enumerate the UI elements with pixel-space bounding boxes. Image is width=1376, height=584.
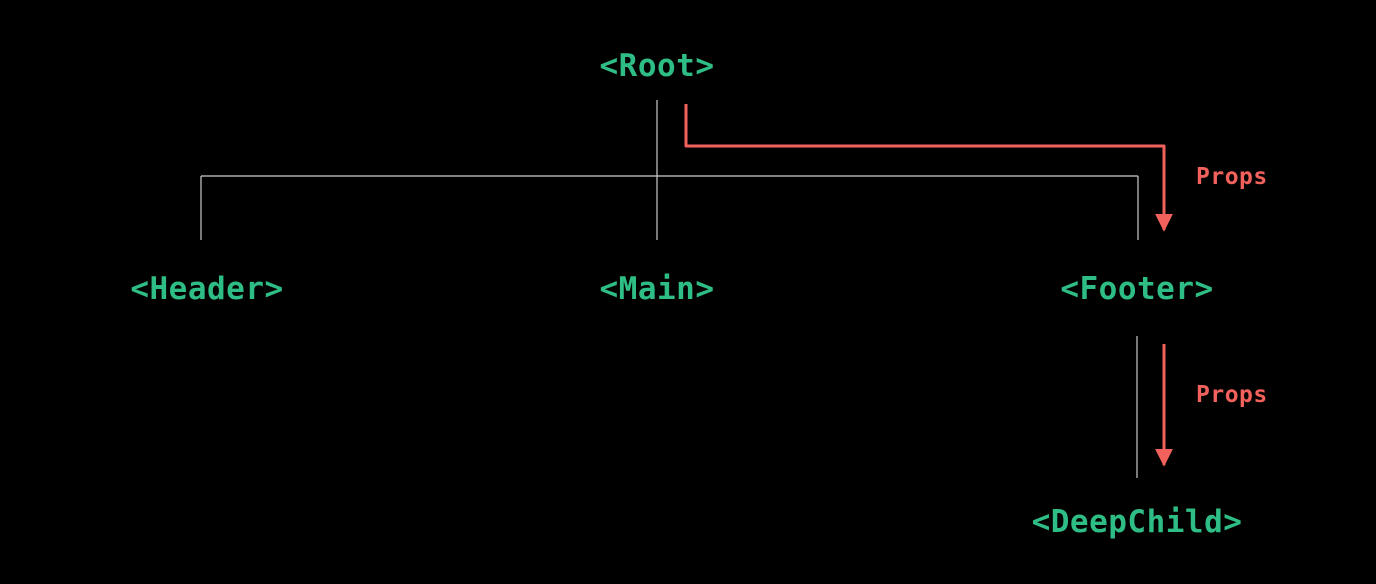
node-root: <Root> <box>599 48 715 84</box>
node-header: <Header> <box>130 271 284 307</box>
props-arrow-root-to-footer <box>684 104 1173 232</box>
node-main: <Main> <box>599 271 715 307</box>
props-arrow-label-root-to-footer: Props <box>1196 164 1268 190</box>
node-deepchild: <DeepChild> <box>1031 504 1243 540</box>
props-arrow-label-footer-to-deepchild: Props <box>1196 382 1268 408</box>
node-footer: <Footer> <box>1060 271 1214 307</box>
